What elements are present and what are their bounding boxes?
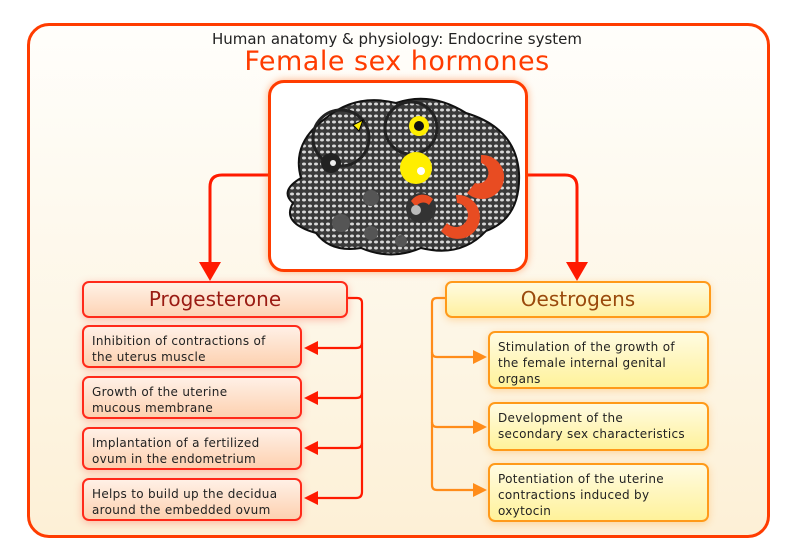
arrowhead-oest-2	[473, 420, 487, 434]
oestrogens-bracket	[430, 296, 474, 492]
oestrogens-header: Oestrogens	[445, 281, 711, 318]
oestrogens-effect-1: Stimulation of the growth of the female …	[488, 331, 709, 389]
progesterone-effect-1: Inhibition of contractions of the uterus…	[82, 325, 302, 368]
connector-to-progesterone	[208, 173, 268, 262]
progesterone-effect-2: Growth of the uterine mucous membrane	[82, 376, 302, 419]
arrowhead-progesterone	[199, 262, 221, 281]
progesterone-effect-3: Implantation of a fertilized ovum in the…	[82, 427, 302, 470]
diagram-subtitle: Human anatomy & physiology: Endocrine sy…	[211, 30, 583, 48]
arrowhead-oest-1	[473, 350, 487, 364]
progesterone-effect-4: Helps to build up the decidua around the…	[82, 478, 302, 521]
progesterone-bracket	[318, 296, 364, 500]
oestrogens-effect-2: Development of the secondary sex charact…	[488, 402, 709, 451]
progesterone-header: Progesterone	[82, 281, 348, 318]
arrowhead-prog-3	[304, 441, 318, 455]
arrowhead-oest-3	[473, 483, 487, 497]
arrowhead-prog-2	[304, 391, 318, 405]
arrowhead-oestrogens	[566, 262, 588, 281]
arrowhead-prog-1	[304, 341, 318, 355]
ovary-cross-section-icon	[286, 97, 521, 256]
oestrogens-effect-3: Potentiation of the uterine contractions…	[488, 463, 709, 522]
diagram-title: Female sex hormones	[244, 46, 550, 77]
arrowhead-prog-4	[304, 491, 318, 505]
ovary-illustration	[268, 80, 528, 272]
connector-to-oestrogens	[525, 173, 579, 262]
